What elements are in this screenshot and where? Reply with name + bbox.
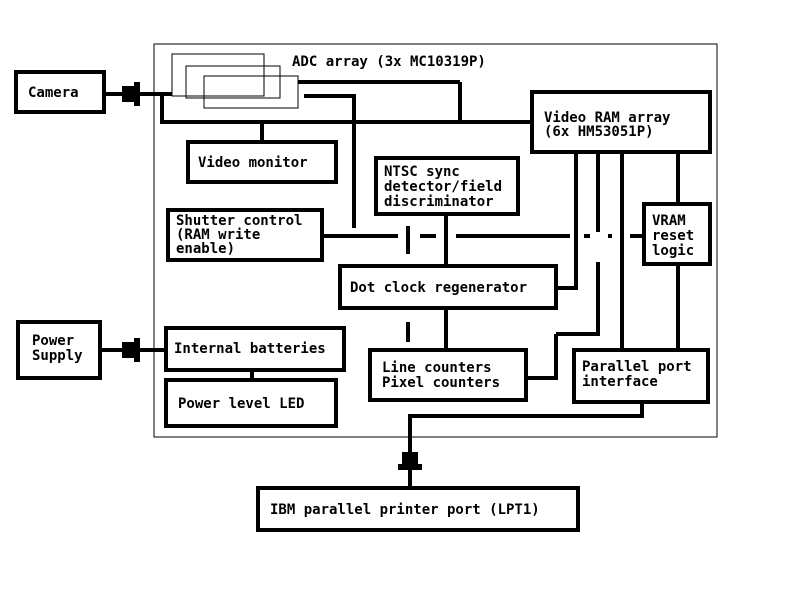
adc-chip-3	[203, 75, 299, 109]
wire-adc-ntsc-a	[304, 94, 356, 160]
ntsc-label-1: NTSC sync	[384, 164, 460, 180]
video-ram-box	[530, 90, 712, 154]
dot-clock-box	[338, 264, 558, 310]
printer-port-box	[256, 486, 580, 532]
video-monitor-label: Video monitor	[198, 155, 308, 171]
batteries-block: Internal batteries	[164, 326, 346, 372]
camera-connector-icon	[122, 82, 140, 106]
line-counters-block: Line counters Pixel counters	[368, 348, 528, 402]
line-counters-label-2: Pixel counters	[382, 375, 500, 391]
shutter-label-2: (RAM write	[176, 227, 260, 243]
line-counters-box	[368, 348, 528, 402]
batteries-label: Internal batteries	[174, 341, 326, 357]
wire-adc-bus	[160, 94, 532, 124]
power-supply-box	[16, 320, 102, 380]
wire-vram-counters-c	[556, 262, 600, 336]
video-ram-block: Video RAM array (6x HM53051P)	[530, 90, 712, 154]
batteries-box	[164, 326, 346, 372]
vram-reset-label-2: reset	[652, 228, 694, 244]
shutter-label-1: Shutter control	[176, 213, 302, 229]
dot-clock-label: Dot clock regenerator	[350, 280, 527, 296]
video-monitor-box	[186, 140, 338, 184]
line-counters-label-1: Line counters	[382, 360, 492, 376]
shutter-box	[166, 208, 324, 262]
camera-label: Camera	[28, 85, 79, 101]
parallel-port-block: Parallel port interface	[572, 348, 710, 404]
power-led-block: Power level LED	[164, 378, 338, 428]
ntsc-block: NTSC sync detector/field discriminator	[374, 156, 520, 216]
shutter-block: Shutter control (RAM write enable)	[166, 208, 324, 262]
vram-reset-label-3: logic	[652, 243, 694, 259]
power-supply-label-1: Power	[32, 333, 74, 349]
parallel-port-box	[572, 348, 710, 404]
adc-array-label: ADC array (3x MC10319P)	[292, 54, 486, 70]
ntsc-box	[374, 156, 520, 216]
parallel-port-label-2: interface	[582, 374, 658, 390]
vram-reset-box	[642, 202, 712, 266]
video-ram-label-2: (6x HM53051P)	[544, 124, 654, 140]
wiring	[100, 80, 680, 488]
printer-port-block: IBM parallel printer port (LPT1)	[256, 486, 580, 532]
printer-port-label: IBM parallel printer port (LPT1)	[270, 502, 540, 518]
lpt-connector-icon	[398, 452, 422, 470]
wire-parport-lpt	[408, 402, 644, 452]
power-led-box	[164, 378, 338, 428]
ntsc-label-3: discriminator	[384, 194, 494, 210]
parallel-port-label-1: Parallel port	[582, 359, 692, 375]
power-connector-icon	[122, 338, 140, 362]
connectors	[122, 82, 422, 470]
vram-reset-block: VRAM reset logic	[642, 202, 712, 266]
camera-box	[14, 70, 106, 114]
adc-chip-2	[185, 65, 281, 99]
vram-reset-label-1: VRAM	[652, 213, 686, 229]
video-monitor-block: Video monitor	[186, 140, 338, 184]
power-supply-block: Power Supply	[16, 320, 102, 380]
camera-block: Camera	[14, 70, 106, 114]
wire-vram-counters-b	[526, 334, 558, 380]
adc-chip-1	[171, 53, 265, 97]
adc-array: ADC array (3x MC10319P)	[171, 53, 486, 109]
power-supply-label-2: Supply	[32, 348, 83, 364]
wire-vram-dotclock	[556, 152, 578, 290]
shutter-label-3: enable)	[176, 241, 235, 257]
dot-clock-block: Dot clock regenerator	[338, 264, 558, 310]
ntsc-label-2: detector/field	[384, 179, 502, 195]
video-ram-label-1: Video RAM array	[544, 110, 671, 126]
power-led-label: Power level LED	[178, 396, 304, 412]
